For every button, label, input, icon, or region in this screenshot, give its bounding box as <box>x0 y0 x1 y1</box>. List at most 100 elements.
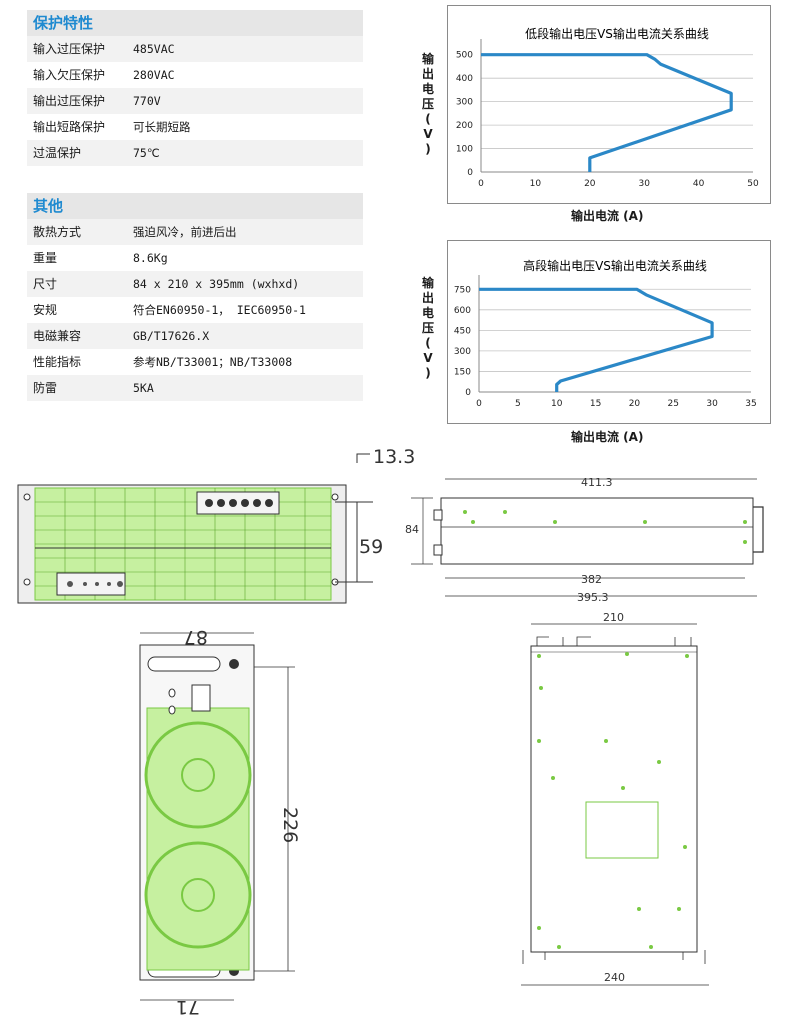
spec-value: 强迫风冷，前进后出 <box>133 225 237 239</box>
table-row: 散热方式 强迫风冷，前进后出 <box>27 219 363 245</box>
x-tick-label: 20 <box>584 179 596 189</box>
y-tick-label: 750 <box>454 285 471 295</box>
spec-label: 散热方式 <box>33 225 82 239</box>
chart-high-ylabel: 输出电压(V) <box>421 276 434 380</box>
table-row: 输入过压保护 485VAC <box>27 36 363 62</box>
spec-label: 输入欠压保护 <box>33 68 106 82</box>
y-tick-label: 200 <box>456 121 473 131</box>
spec-value: 770V <box>133 94 161 108</box>
chart-high-frame <box>447 240 771 424</box>
spec-value: 280VAC <box>133 68 175 82</box>
x-tick-label: 5 <box>515 399 521 409</box>
spec-label: 防雷 <box>33 381 58 395</box>
vent-grid <box>35 488 331 600</box>
chart-title: 低段输出电压VS输出电流关系曲线 <box>525 26 709 41</box>
front-panel-drawing: 87 226 71 <box>139 626 301 1018</box>
x-tick-label: 10 <box>551 399 563 409</box>
dim-87: 87 <box>184 626 208 648</box>
dim-59: 59 <box>359 536 383 558</box>
top-outline <box>530 645 698 953</box>
chart-low-xlabel: 输出电流 (A) <box>571 209 644 223</box>
spec-value: 75℃ <box>133 146 160 160</box>
y-tick-label: 150 <box>454 367 471 377</box>
dim-382: 382 <box>581 573 602 586</box>
x-tick-label: 25 <box>668 399 679 409</box>
table-row: 防雷 5KA <box>27 375 363 401</box>
spec-value: 参考NB/T33001；NB/T33008 <box>133 355 293 369</box>
spec-label: 性能指标 <box>33 355 82 369</box>
y-tick-label: 0 <box>467 168 473 178</box>
front-view-drawing: 13.3 59 <box>17 446 415 604</box>
dim-84: 84 <box>405 523 419 536</box>
spec-value: 符合EN60950-1， IEC60950-1 <box>133 303 306 317</box>
y-tick-label: 100 <box>456 145 473 155</box>
x-tick-label: 20 <box>629 399 641 409</box>
y-tick-label: 400 <box>456 74 473 84</box>
spec-value: 可长期短路 <box>133 120 191 134</box>
spec-label: 输出过压保护 <box>33 94 106 108</box>
spec-value: 485VAC <box>133 42 175 56</box>
x-tick-label: 0 <box>476 399 482 409</box>
chart-low-frame <box>447 5 771 204</box>
table-row: 尺寸 84 x 210 x 395mm (wxhxd) <box>27 271 363 297</box>
side-body <box>440 497 754 565</box>
spec-label: 安规 <box>33 303 58 317</box>
y-tick-label: 300 <box>454 347 471 357</box>
series-line <box>481 53 733 172</box>
side-view-drawing: 411.3 84 382 395.3 <box>405 476 764 604</box>
chart-title: 高段输出电压VS输出电流关系曲线 <box>523 258 707 273</box>
spec-label: 输出短路保护 <box>33 120 106 134</box>
other-title: 其他 <box>27 193 363 219</box>
series-line <box>479 287 714 392</box>
spec-value: 5KA <box>133 381 154 395</box>
table-row: 输出过压保护 770V <box>27 88 363 114</box>
y-tick-label: 0 <box>465 388 471 398</box>
y-tick-label: 450 <box>454 326 471 336</box>
y-tick-label: 300 <box>456 98 473 108</box>
chart-low-ylabel: 输出电压(V) <box>421 52 434 156</box>
chart-high: 高段输出电压VS输出电流关系曲线 0 150 300 450 600 750 0 5 10 15 20… <box>454 258 757 409</box>
spec-value: GB/T17626.X <box>133 329 210 343</box>
x-tick-label: 35 <box>745 399 756 409</box>
fan-icon <box>144 721 252 829</box>
table-row: 安规 符合EN60950-1， IEC60950-1 <box>27 297 363 323</box>
x-tick-label: 15 <box>590 399 601 409</box>
x-tick-label: 10 <box>530 179 542 189</box>
fan-icon <box>144 841 252 949</box>
top-view-drawing: 210 240 <box>521 611 709 986</box>
chart-high-xlabel: 输出电流 (A) <box>571 430 644 444</box>
dim-226: 226 <box>279 807 301 843</box>
dim-395-3: 395.3 <box>577 591 609 604</box>
protection-section: 保护特性 输入过压保护 485VAC 输入欠压保护 280VAC 输出过压保护 770… <box>27 10 363 166</box>
y-tick-label: 600 <box>454 306 471 316</box>
dim-411-3: 411.3 <box>581 476 613 489</box>
spec-label: 输入过压保护 <box>33 42 106 56</box>
terminal-block <box>196 491 280 515</box>
x-tick-label: 30 <box>706 399 718 409</box>
table-row: 过温保护 75℃ <box>27 140 363 166</box>
x-tick-label: 40 <box>693 179 705 189</box>
spec-label: 过温保护 <box>33 146 82 160</box>
protection-table: 输入过压保护 485VAC 输入欠压保护 280VAC 输出过压保护 770V 输出短… <box>27 36 363 166</box>
spec-value: 84 x 210 x 395mm (wxhxd) <box>133 277 300 291</box>
spec-label: 电磁兼容 <box>33 329 82 343</box>
table-row: 输出短路保护 可长期短路 <box>27 114 363 140</box>
fan-area <box>146 707 250 971</box>
protection-title: 保护特性 <box>27 10 363 36</box>
dim-210: 210 <box>603 611 624 624</box>
x-tick-label: 30 <box>638 179 650 189</box>
dim-71: 71 <box>176 996 200 1018</box>
x-tick-label: 50 <box>747 179 759 189</box>
table-row: 电磁兼容 GB/T17626.X <box>27 323 363 349</box>
dim-240: 240 <box>604 971 625 984</box>
terminal-screws <box>205 499 273 507</box>
table-row: 输入欠压保护 280VAC <box>27 62 363 88</box>
spec-label: 重量 <box>33 251 58 265</box>
y-tick-label: 500 <box>456 51 473 61</box>
spec-label: 尺寸 <box>33 277 58 291</box>
dim-13-3: 13.3 <box>373 446 415 468</box>
